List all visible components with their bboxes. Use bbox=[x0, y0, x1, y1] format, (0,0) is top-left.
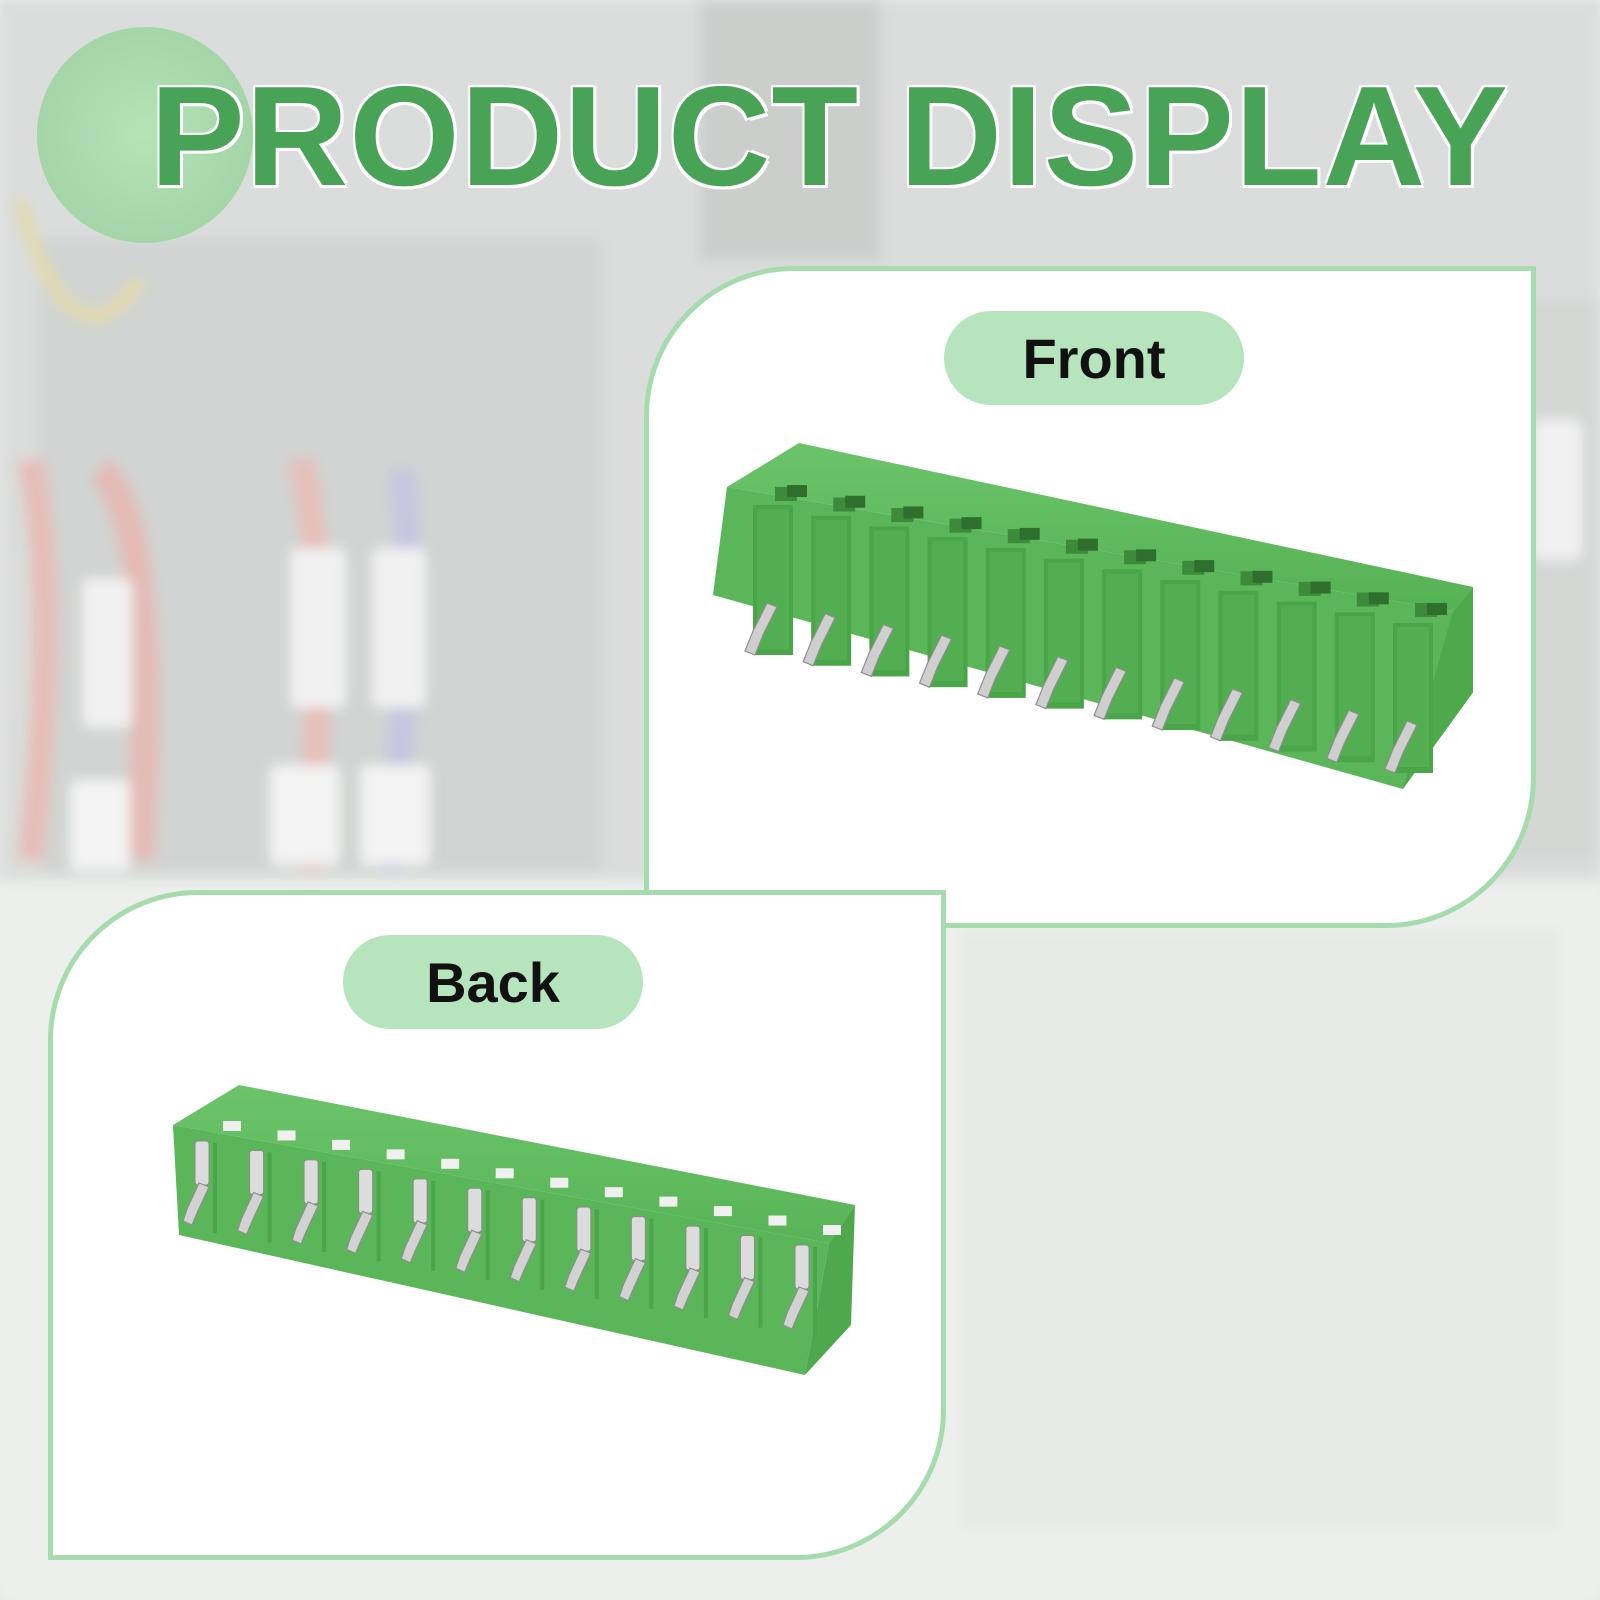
terminal-pin bbox=[727, 1276, 756, 1321]
terminal-contact bbox=[521, 1197, 537, 1243]
terminal-pin bbox=[345, 1210, 374, 1255]
terminal-contact bbox=[467, 1187, 483, 1233]
terminal-pin bbox=[509, 1238, 538, 1283]
screw-hole bbox=[1310, 581, 1331, 594]
terminal-block-back-image bbox=[173, 1085, 855, 1375]
terminal-pin bbox=[673, 1267, 701, 1311]
screw-hole bbox=[550, 1177, 569, 1188]
back-label-badge: Back bbox=[343, 935, 643, 1029]
screw-hole bbox=[713, 1206, 732, 1217]
terminal-pin bbox=[291, 1201, 319, 1245]
terminal-pin bbox=[1326, 709, 1360, 764]
terminal-contact bbox=[249, 1149, 265, 1195]
screw-hole bbox=[768, 1215, 787, 1226]
screw-hole bbox=[961, 517, 982, 530]
terminal-pin bbox=[182, 1182, 210, 1226]
screw-hole bbox=[823, 1225, 841, 1235]
front-view-panel: Front bbox=[644, 266, 1536, 928]
terminal-pin bbox=[236, 1191, 265, 1236]
screw-hole bbox=[1077, 538, 1098, 551]
terminal-pin bbox=[564, 1248, 592, 1292]
front-label-badge: Front bbox=[944, 311, 1244, 405]
screw-hole bbox=[604, 1187, 623, 1198]
terminal-contact bbox=[303, 1159, 319, 1205]
terminal-contact bbox=[685, 1225, 701, 1271]
terminal-pin bbox=[860, 623, 895, 678]
terminal-pin bbox=[1384, 720, 1418, 774]
back-view-panel: Back bbox=[48, 890, 946, 1560]
terminal-contact bbox=[794, 1244, 810, 1290]
terminal-pin bbox=[918, 634, 953, 688]
terminal-pin bbox=[1093, 666, 1127, 721]
terminal-contact bbox=[739, 1235, 755, 1281]
screw-hole bbox=[1252, 570, 1273, 583]
terminal-pin bbox=[400, 1220, 428, 1264]
terminal-pin bbox=[454, 1229, 483, 1274]
terminal-contact bbox=[576, 1206, 592, 1252]
screw-hole bbox=[1368, 592, 1389, 605]
screw-hole bbox=[1194, 560, 1215, 573]
screw-hole bbox=[386, 1149, 405, 1160]
screw-hole bbox=[1136, 549, 1157, 562]
terminal-contact bbox=[358, 1168, 374, 1214]
screw-hole bbox=[332, 1139, 351, 1150]
terminal-pin bbox=[744, 602, 778, 656]
accent-circle bbox=[37, 27, 253, 243]
screw-hole bbox=[787, 485, 807, 497]
terminal-pin bbox=[618, 1257, 647, 1302]
terminal-contact bbox=[194, 1140, 210, 1186]
screw-hole bbox=[441, 1158, 460, 1169]
screw-hole bbox=[845, 495, 866, 508]
terminal-contact bbox=[630, 1216, 646, 1262]
screw-hole bbox=[903, 506, 924, 519]
screw-hole bbox=[659, 1196, 678, 1207]
screw-hole bbox=[223, 1121, 241, 1131]
terminal-pin bbox=[976, 645, 1011, 699]
screw-hole bbox=[1019, 527, 1040, 540]
terminal-pin bbox=[1209, 688, 1244, 742]
screw-hole bbox=[277, 1130, 296, 1141]
screw-hole bbox=[495, 1168, 514, 1179]
terminal-contact bbox=[412, 1178, 428, 1224]
terminal-pin bbox=[1035, 655, 1069, 710]
terminal-block-front-image bbox=[713, 443, 1473, 789]
screw-hole bbox=[1427, 603, 1447, 615]
terminal-pin bbox=[1267, 698, 1302, 753]
page-title: PRODUCT DISPLAY bbox=[150, 57, 1509, 216]
terminal-pin bbox=[1151, 677, 1186, 731]
terminal-pin bbox=[782, 1286, 810, 1330]
terminal-pin bbox=[802, 612, 837, 667]
